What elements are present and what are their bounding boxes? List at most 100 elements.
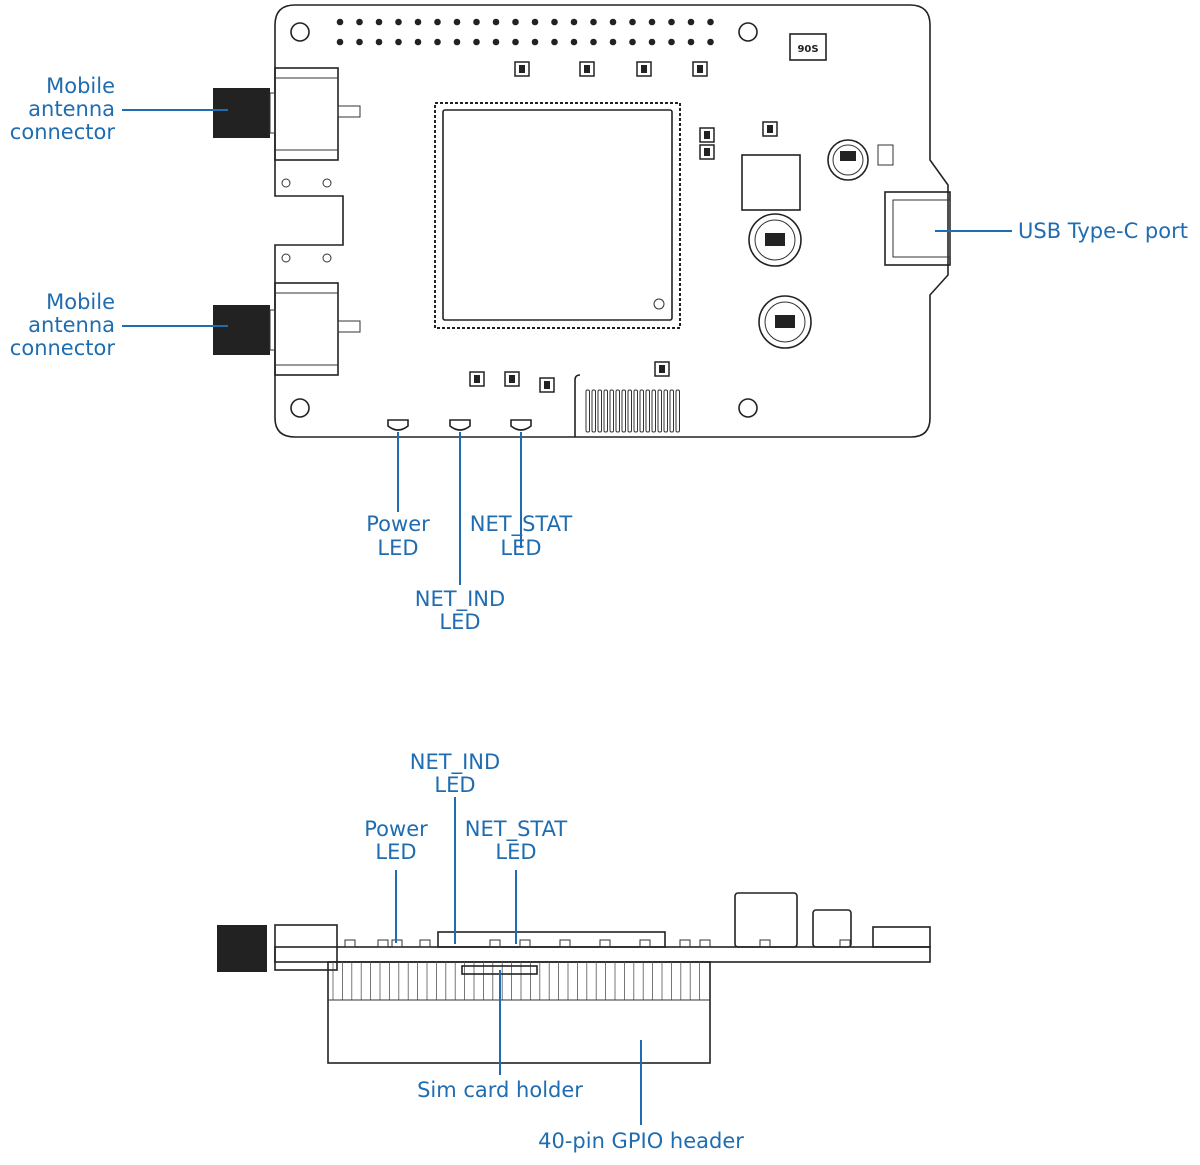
top-view-board: 90S — [213, 4, 951, 438]
header-pin — [512, 38, 519, 46]
header-pin — [629, 18, 636, 26]
header-pin — [668, 18, 675, 26]
header-pin — [551, 38, 558, 46]
net-ind-led — [449, 419, 471, 431]
cellular-module — [442, 109, 673, 321]
svg-text:Mobile: Mobile — [46, 74, 115, 98]
side-view-board — [217, 892, 931, 1064]
header-pin — [414, 18, 422, 26]
cellular-module-outline — [434, 102, 681, 329]
header-pin — [570, 38, 578, 46]
smd-part-side — [759, 939, 771, 948]
antenna-trace — [621, 389, 626, 433]
smd-part-side — [599, 939, 611, 948]
svg-text:NET_IND: NET_IND — [410, 750, 500, 775]
antenna-keepout — [574, 374, 581, 437]
smd-part-body — [704, 148, 710, 156]
antenna-trace — [645, 389, 650, 433]
usb-c-port — [884, 191, 951, 266]
header-pin — [492, 18, 500, 26]
smd-part — [469, 371, 485, 387]
header-pin — [453, 18, 461, 26]
smd-part — [692, 61, 708, 77]
label-usb: USB Type-C port — [935, 219, 1188, 243]
header-pin — [336, 18, 344, 26]
smd-part-body — [519, 65, 525, 73]
header-pin — [609, 18, 617, 26]
antenna-trace — [633, 389, 638, 433]
module-side — [437, 931, 666, 948]
smd-part-body — [584, 65, 590, 73]
header-pin — [687, 38, 695, 46]
antenna-trace — [615, 389, 620, 433]
label-antenna-2: Mobile antenna connector — [10, 290, 228, 360]
module-pin1-marker — [653, 298, 665, 310]
svg-text:USB Type-C port: USB Type-C port — [1018, 219, 1188, 243]
svg-text:LED: LED — [375, 840, 416, 864]
smd-part-body — [659, 365, 665, 373]
smd-part-body — [544, 381, 550, 389]
smd-part-side — [679, 939, 691, 948]
component — [877, 144, 894, 166]
smd-part — [514, 61, 530, 77]
svg-text:connector: connector — [10, 336, 116, 360]
svg-text:antenna: antenna — [28, 97, 115, 121]
smd-part-body — [474, 375, 480, 383]
antenna-connector-2 — [213, 282, 361, 376]
smd-part — [636, 61, 652, 77]
pcb-edge — [274, 946, 931, 963]
antenna-trace — [591, 389, 596, 433]
capacitor-side — [812, 909, 852, 948]
capacitor — [827, 139, 869, 181]
antenna-thread-side — [217, 925, 267, 972]
svg-text:LED: LED — [439, 610, 480, 634]
smd-part-side — [377, 939, 389, 948]
header-pin — [590, 18, 597, 26]
mounting-hole — [290, 22, 310, 42]
smd-part-body — [704, 131, 710, 139]
header-pin — [492, 38, 500, 46]
antenna-trace — [669, 389, 674, 433]
header-pin — [453, 38, 461, 46]
antenna-trace — [603, 389, 608, 433]
smd-part — [579, 61, 595, 77]
smd-part-body — [767, 125, 773, 133]
chip-marking: 90S — [797, 44, 818, 55]
smd-part-side — [419, 939, 431, 948]
header-pin — [434, 38, 441, 46]
antenna-thread — [213, 88, 270, 138]
smd-part-side — [699, 939, 711, 948]
antenna-trace — [597, 389, 602, 433]
header-pin — [395, 38, 402, 46]
svg-text:NET_STAT: NET_STAT — [465, 817, 568, 842]
svg-text:LED: LED — [500, 536, 541, 560]
label-side-net-stat: NET_STAT LED — [465, 817, 568, 944]
header-pin — [551, 18, 558, 26]
inductor — [758, 295, 812, 349]
header-pin — [473, 18, 480, 26]
header-pin — [512, 18, 519, 26]
header-pin — [648, 18, 656, 26]
smd-part-side — [519, 939, 531, 948]
label-side-net-ind: NET_IND LED — [410, 750, 500, 944]
header-pin — [570, 18, 578, 26]
svg-text:Sim card holder: Sim card holder — [417, 1078, 583, 1102]
label-net-ind-led: NET_IND LED — [415, 432, 505, 634]
smd-part — [539, 377, 555, 393]
header-pin — [375, 18, 383, 26]
smd-part — [504, 371, 520, 387]
small-hole — [322, 178, 332, 188]
small-hole — [322, 253, 332, 263]
mounting-hole — [738, 398, 758, 418]
pcb-antenna — [585, 389, 680, 433]
label-power-led: Power LED — [366, 432, 430, 560]
svg-text:NET_STAT: NET_STAT — [470, 512, 573, 537]
svg-text:40-pin GPIO header: 40-pin GPIO header — [538, 1129, 744, 1153]
antenna-trace — [609, 389, 614, 433]
svg-text:LED: LED — [377, 536, 418, 560]
smd-part-side — [489, 939, 501, 948]
header-pin — [590, 38, 597, 46]
gpio-header-pins — [336, 18, 714, 46]
label-gpio-header: 40-pin GPIO header — [538, 1040, 744, 1153]
